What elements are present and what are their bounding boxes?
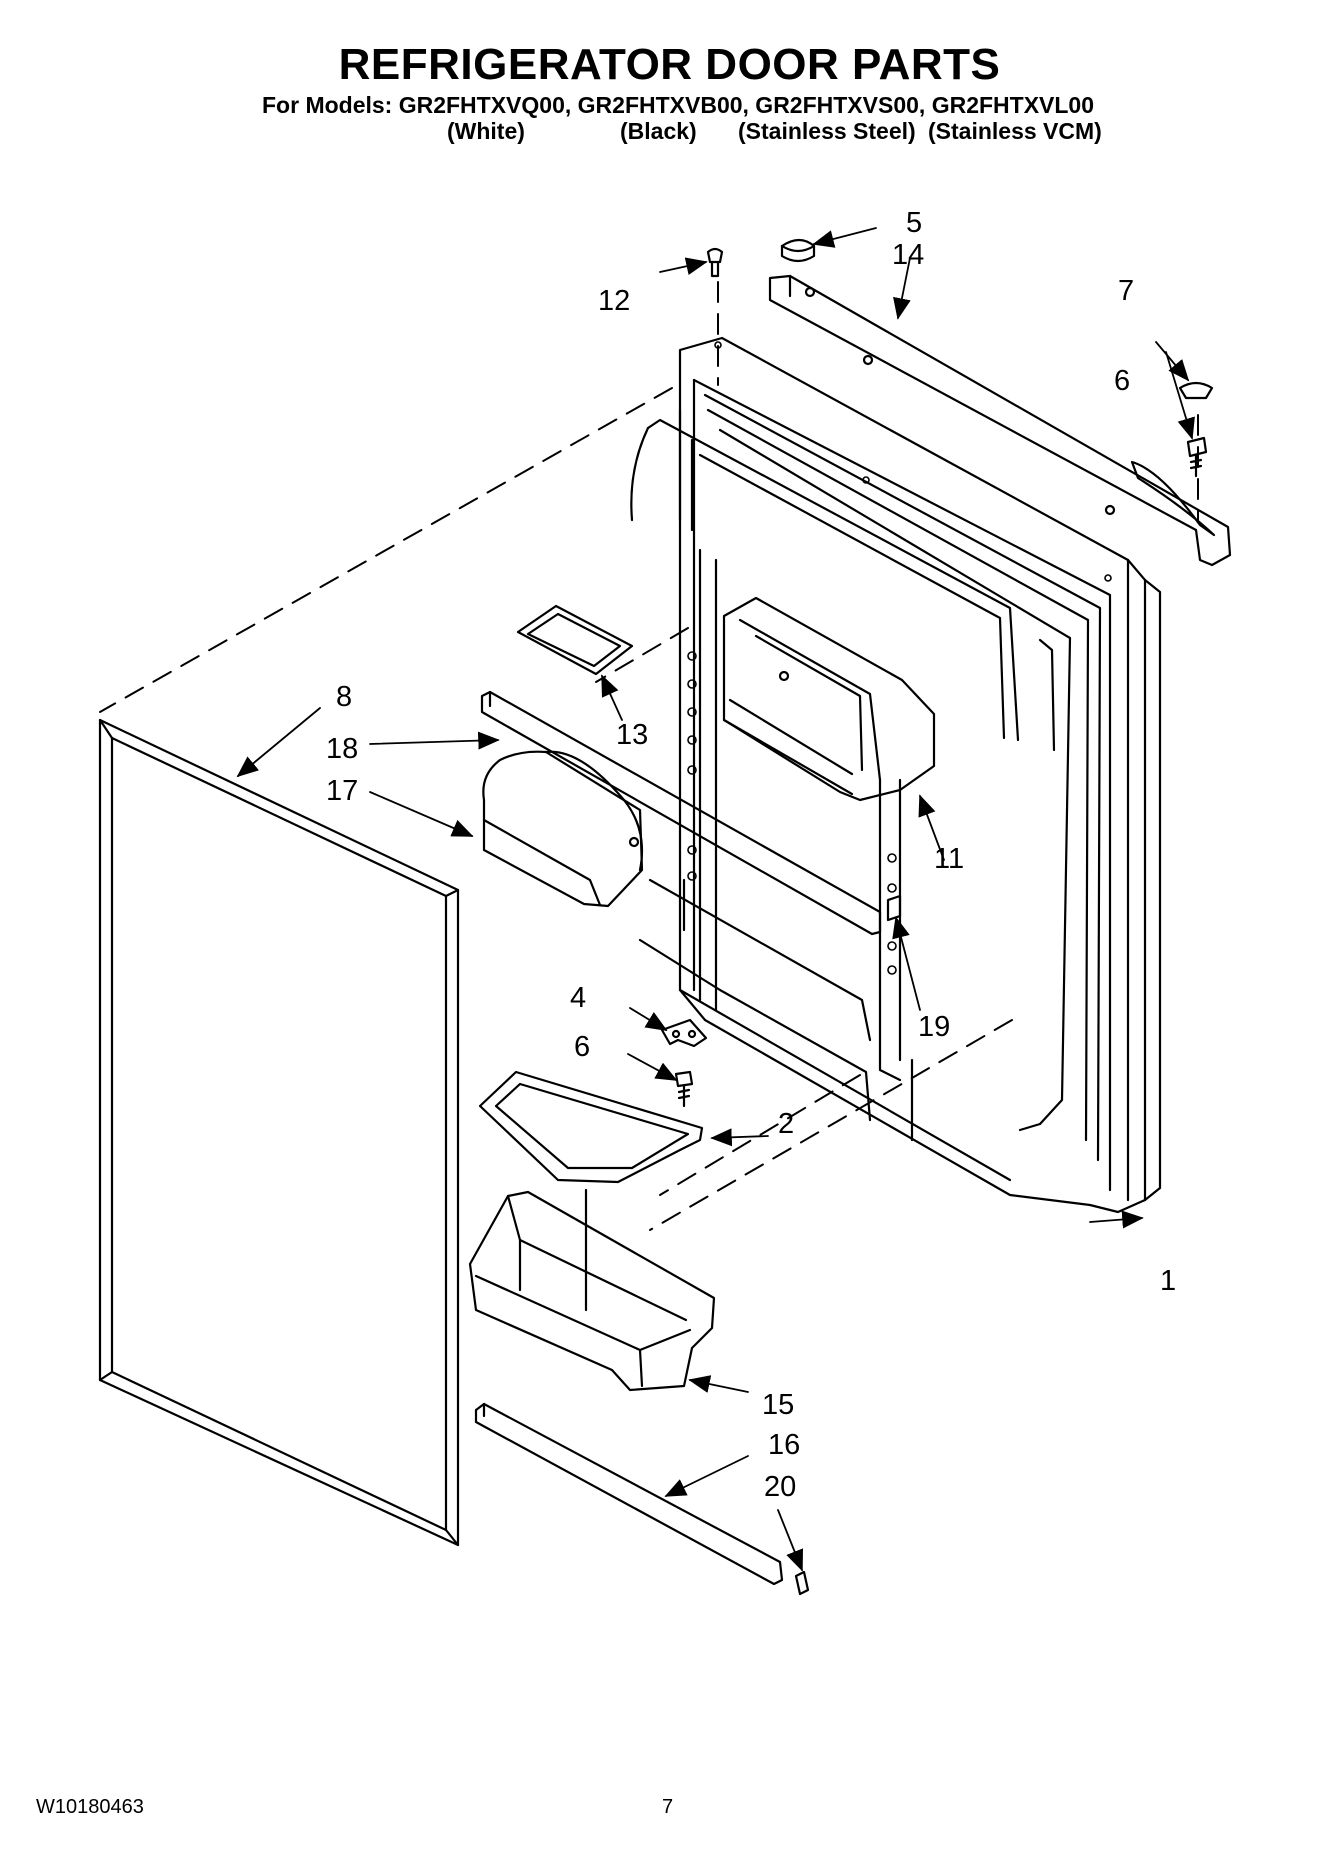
dairy-door-part-11 xyxy=(722,596,936,802)
bar-part-16 xyxy=(474,1402,784,1586)
callout-13: 13 xyxy=(616,719,648,751)
callout-8: 8 xyxy=(336,681,352,713)
callout-17: 17 xyxy=(326,775,358,807)
callout-5: 5 xyxy=(906,207,922,239)
callout-18: 18 xyxy=(326,733,358,765)
variant-stainless-steel: (Stainless Steel) xyxy=(738,118,916,144)
screw-part-6-top xyxy=(1186,436,1208,478)
screw-part-6-bottom xyxy=(674,1070,694,1108)
button-part-5 xyxy=(780,238,816,263)
shelf-part-2 xyxy=(478,1070,704,1184)
callout-1: 1 xyxy=(1160,1265,1176,1297)
endcap-part-20 xyxy=(794,1570,810,1596)
page-title: REFRIGERATOR DOOR PARTS xyxy=(338,40,1001,89)
cap-part-7 xyxy=(1178,381,1214,400)
variant-stainless-vcm: (Stainless VCM) xyxy=(928,118,1102,144)
doc-number: W10180463 xyxy=(36,1796,144,1818)
clip-part-19 xyxy=(886,894,902,922)
callout-4: 4 xyxy=(570,982,586,1014)
leader-lines xyxy=(236,227,1195,1572)
pin-part-12 xyxy=(706,247,724,278)
callout-12: 12 xyxy=(598,285,630,317)
page-number: 7 xyxy=(662,1796,674,1818)
callout-11: 11 xyxy=(934,843,964,875)
models-line: For Models: GR2FHTXVQ00, GR2FHTXVB00, GR… xyxy=(262,92,1095,118)
bar-part-18 xyxy=(480,690,882,936)
bin-part-15 xyxy=(468,1188,716,1392)
top-trim-part-14 xyxy=(768,274,1232,567)
gasket-part-8 xyxy=(98,718,460,1547)
dairy-bin-part-17 xyxy=(482,750,644,908)
assembly-lines xyxy=(99,281,1199,1231)
callout-14: 14 xyxy=(892,239,924,271)
callout-20: 20 xyxy=(764,1471,796,1503)
callout-6-bottom: 6 xyxy=(574,1031,590,1063)
bracket-part-4 xyxy=(660,1018,708,1048)
callout-16: 16 xyxy=(768,1429,800,1461)
door-liner-part-1 xyxy=(630,336,1162,1214)
tray-part-13 xyxy=(516,604,634,676)
variant-black: (Black) xyxy=(620,118,697,144)
callout-7: 7 xyxy=(1118,275,1134,307)
callout-2: 2 xyxy=(778,1108,794,1140)
callout-15: 15 xyxy=(762,1389,794,1421)
callout-19: 19 xyxy=(918,1011,950,1043)
callout-6-top: 6 xyxy=(1114,365,1130,397)
variant-white: (White) xyxy=(447,118,525,144)
